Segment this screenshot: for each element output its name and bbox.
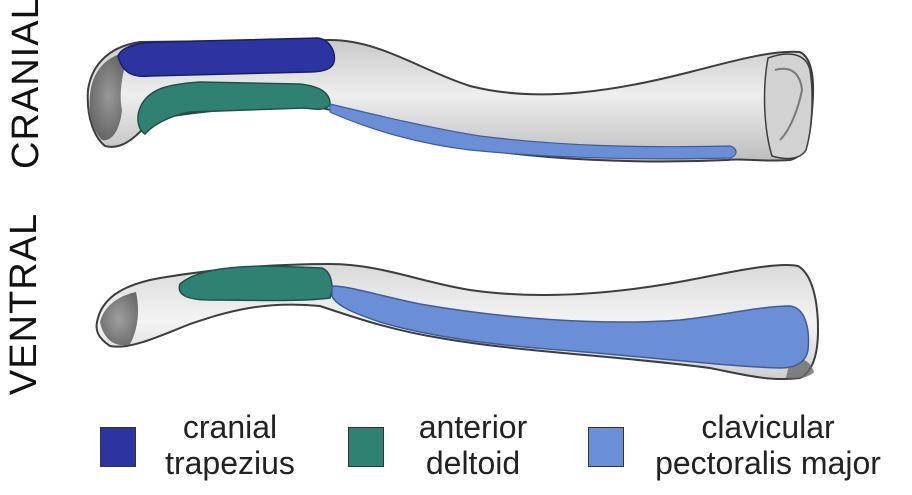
- legend-swatch-pectoralis: [588, 427, 624, 467]
- legend-label-deltoid: anterior deltoid: [388, 409, 558, 481]
- legend-swatch-trapezius: [100, 427, 136, 467]
- legend: cranial trapezius anterior deltoid clavi…: [0, 405, 912, 495]
- legend-label-trapezius: cranial trapezius: [140, 409, 320, 481]
- legend-label-pectoralis: clavicular pectoralis major: [628, 409, 908, 481]
- cranial-trapezius-region: [118, 38, 334, 76]
- legend-trapezius-line2: trapezius: [140, 445, 320, 481]
- ventral-view-bone: [97, 264, 819, 379]
- legend-deltoid-line2: deltoid: [388, 445, 558, 481]
- legend-trapezius-line1: cranial: [140, 409, 320, 445]
- legend-deltoid-line1: anterior: [388, 409, 558, 445]
- cranial-view-bone: [88, 38, 813, 161]
- legend-swatch-deltoid: [348, 427, 384, 467]
- legend-pectoralis-line1: clavicular: [628, 409, 908, 445]
- legend-pectoralis-line2: pectoralis major: [628, 445, 908, 481]
- cranial-deltoid-region: [138, 82, 330, 134]
